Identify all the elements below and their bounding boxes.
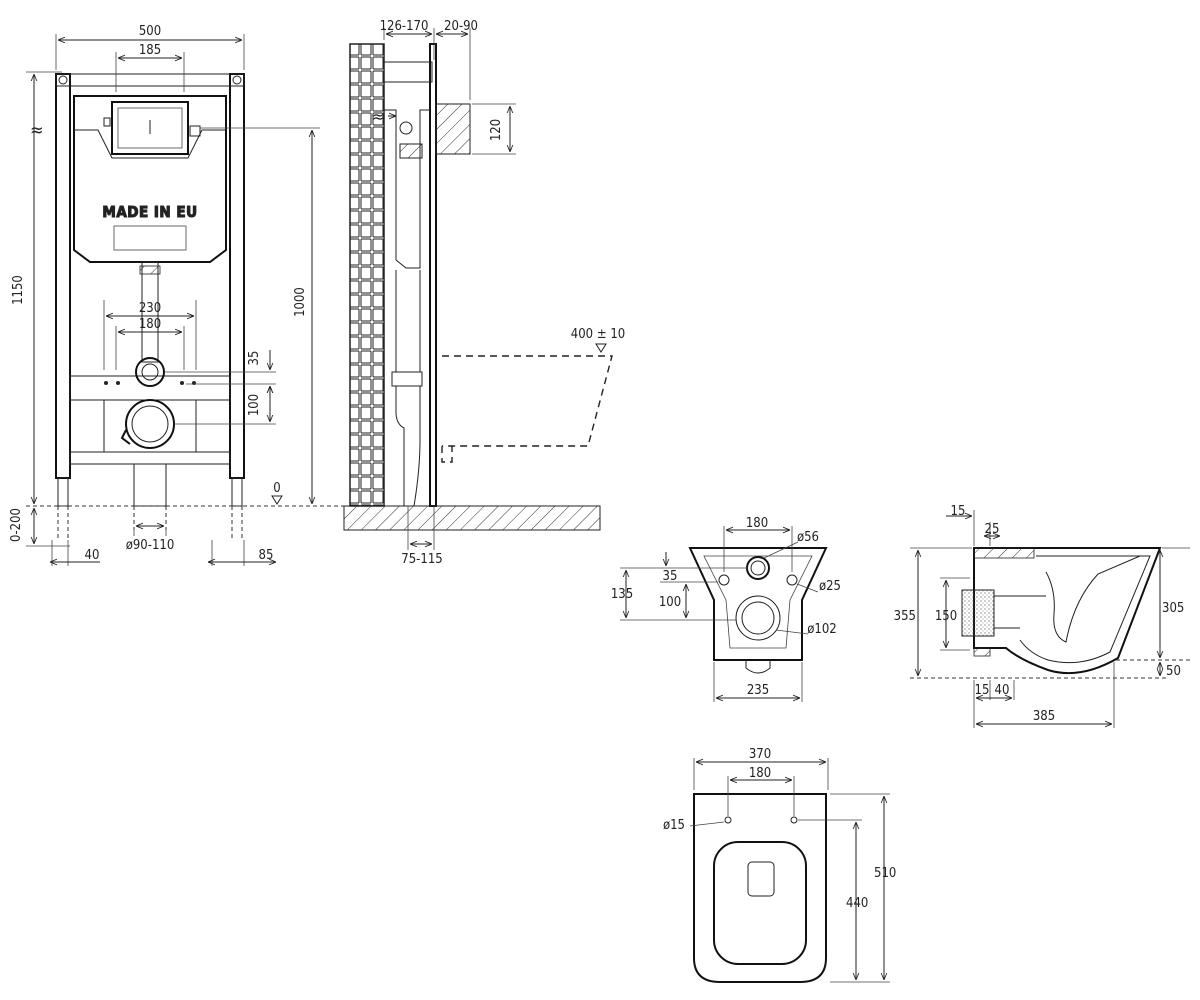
depth-range-label: 126-170 — [380, 19, 429, 34]
left-upright — [55, 73, 71, 479]
water-supply-icon: ≈ — [30, 120, 44, 141]
drain-outlet-icon — [125, 399, 175, 449]
back-width-235-label: 235 — [747, 683, 769, 698]
foot-40-label: 40 — [85, 548, 100, 563]
frame-front-view: MADE IN EU ≈ — [30, 73, 245, 540]
side-dimensions: 126-170 20-90 120 75-115 — [380, 19, 516, 567]
bowl-outline — [442, 355, 613, 447]
bowl-height-label: 400 ± 10 — [571, 327, 625, 342]
side-length-385-label: 385 — [1033, 709, 1055, 724]
bowl-back-outline — [688, 547, 828, 661]
bolt-hole-icon — [786, 574, 798, 586]
right-upright — [229, 73, 245, 479]
top-bolt-spacing-label: 180 — [749, 766, 771, 781]
side-dim-15-top-label: 15 — [951, 504, 966, 519]
back-dim-35-label: 35 — [663, 569, 678, 584]
cistern-body — [73, 95, 227, 263]
water-supply-icon: ≈ — [372, 107, 384, 126]
level-marker-icon — [271, 495, 283, 505]
flush-button-housing — [435, 103, 471, 155]
made-in-eu-label: MADE IN EU — [102, 203, 197, 221]
brick-wall — [349, 43, 385, 507]
floor-adjust-label: 0-200 — [9, 508, 24, 542]
top-width-370-label: 370 — [749, 747, 771, 762]
mount-hole-icon — [724, 816, 732, 824]
frame-profile — [429, 43, 437, 507]
flush-plate-opening — [111, 101, 189, 155]
bowl-side-dimensions: 15 25 355 150 305 50 15 40 385 — [894, 504, 1190, 728]
side-dim-40-label: 40 — [995, 683, 1010, 698]
bowl-side-outline — [973, 547, 1162, 675]
bowl-top-dimensions: 370 180 ø15 510 440 — [663, 747, 896, 983]
height-1150-label: 1150 — [11, 275, 26, 305]
top-length-510-label: 510 — [874, 866, 896, 881]
bottom-crossbar — [69, 451, 231, 465]
side-height-355-label: 355 — [894, 609, 916, 624]
height-1000-label: 1000 — [293, 287, 308, 317]
side-dim-15-bottom-label: 15 — [975, 683, 990, 698]
frame-side-view: ≈ 400 ± 10 — [343, 43, 625, 531]
side-dim-50-label: 50 — [1166, 664, 1181, 679]
flush-button-height-label: 120 — [489, 119, 504, 141]
top-hole-diameter-label: ø15 — [663, 818, 685, 833]
bowl-side-section — [961, 547, 1162, 675]
bolt-diameter-label: ø25 — [819, 579, 841, 594]
cistern-width-label: 185 — [139, 43, 161, 58]
back-bolt-spacing-label: 180 — [746, 516, 768, 531]
seal-section — [961, 589, 995, 637]
level-marker-icon — [595, 343, 607, 353]
width-500-label: 500 — [139, 24, 161, 39]
inlet-hole-icon — [746, 556, 770, 580]
top-crossbar — [55, 73, 245, 87]
back-dim-100-label: 100 — [659, 595, 681, 610]
top-length-440-label: 440 — [846, 896, 868, 911]
mount-hole-icon — [232, 75, 242, 85]
bowl-back-view — [688, 547, 828, 674]
foot-85-label: 85 — [259, 548, 274, 563]
outlet-diameter-label: ø102 — [807, 622, 836, 637]
bowl-top-view — [693, 793, 827, 983]
offset-100-label: 100 — [247, 394, 262, 416]
finish-range-label: 20-90 — [444, 19, 478, 34]
side-dim-150-label: 150 — [935, 609, 957, 624]
mount-hole-icon — [790, 816, 798, 824]
bowl-back-dimensions: 180 ø56 35 135 100 ø25 ø102 235 — [611, 516, 841, 702]
zero-level-label: 0 — [273, 481, 280, 496]
bowl-rim-opening — [713, 841, 807, 965]
frame-dimensions: 500 185 1150 1000 230 180 35 100 0-200 — [9, 24, 600, 566]
bowl-top-outline — [693, 793, 827, 983]
bottom-range-label: 75-115 — [401, 552, 442, 567]
outlet-hole-icon — [735, 595, 781, 641]
side-height-305-label: 305 — [1162, 601, 1184, 616]
floor-section — [343, 505, 601, 531]
offset-35-label: 35 — [247, 351, 262, 366]
drain-diameter-label: ø90-110 — [126, 538, 175, 553]
bolt-hole-icon — [718, 574, 730, 586]
inlet-diameter-label: ø56 — [797, 530, 819, 545]
bolt-spacing-180-label: 180 — [139, 317, 161, 332]
side-dim-25-label: 25 — [985, 522, 1000, 537]
back-dim-135-label: 135 — [611, 587, 633, 602]
bolt-spacing-230-label: 230 — [139, 301, 161, 316]
mount-hole-icon — [58, 75, 68, 85]
